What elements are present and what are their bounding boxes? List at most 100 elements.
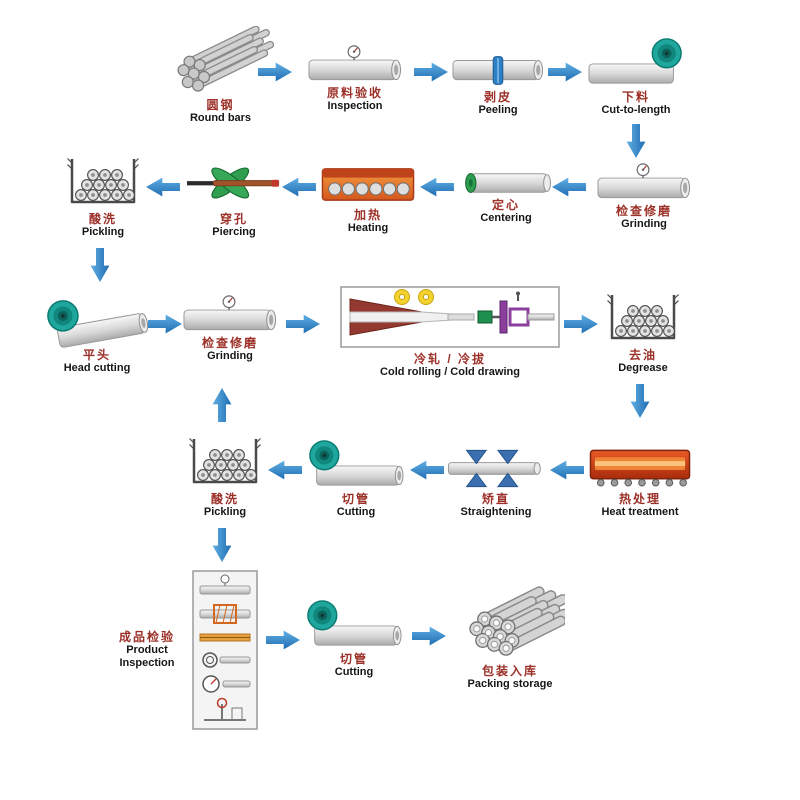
- saw-disc-pipe-icon: [307, 440, 405, 488]
- step-centering: 定心 Centering: [458, 172, 554, 225]
- step-label-zh: 切管: [339, 652, 368, 666]
- step-label-zh: 切管: [341, 492, 370, 506]
- round-bars-icon: [162, 26, 280, 94]
- inspection-station-icon: [192, 570, 258, 730]
- flow-arrow-down-icon: [626, 124, 646, 158]
- step-cut-to-length: 下料 Cut-to-length: [580, 38, 692, 117]
- step-label-en: Packing storage: [467, 678, 553, 691]
- step-heating: 加热 Heating: [318, 164, 418, 235]
- step-head-cutting: 平头 Head cutting: [42, 294, 152, 375]
- step-label-en: Product Inspection: [119, 644, 175, 670]
- step-degrease: 去油 Degrease: [600, 288, 686, 375]
- step-label-en: Cold rolling / Cold drawing: [380, 366, 520, 379]
- step-grinding-2: 检查修磨 Grinding: [180, 294, 280, 363]
- step-heat-treatment: 热处理 Heat treatment: [584, 448, 696, 519]
- flow-arrow-left-icon: [268, 460, 302, 480]
- step-label-zh: 酸洗: [210, 492, 239, 506]
- step-cold-rolling: 冷轧 / 冷拔 Cold rolling / Cold drawing: [338, 286, 562, 379]
- acid-tank-icon: [189, 432, 261, 488]
- step-label-zh: 平头: [82, 348, 111, 362]
- straightening-rollers-icon: [447, 448, 545, 488]
- step-round-bars: 圆钢 Round bars: [138, 26, 303, 125]
- step-label-en: Grinding: [207, 350, 253, 363]
- step-label-en: Cutting: [334, 666, 374, 679]
- step-label-en: Peeling: [478, 104, 518, 117]
- flow-arrow-down-icon: [630, 384, 650, 418]
- step-label-zh: 剥皮: [483, 90, 512, 104]
- step-label-en: Heating: [347, 222, 389, 235]
- step-label-en: Round bars: [189, 112, 252, 125]
- step-label-en: Pickling: [81, 226, 125, 239]
- step-label-zh: 冷轧 / 冷拔: [413, 352, 486, 366]
- step-label-zh: 原料验收: [326, 86, 383, 100]
- flow-arrow-right-icon: [412, 626, 446, 646]
- flow-arrow-left-icon: [552, 177, 586, 197]
- furnace-icon: [321, 164, 415, 204]
- heat-furnace-icon: [589, 448, 691, 488]
- piercing-rolls-icon: [187, 158, 281, 208]
- step-label-en: Straightening: [460, 506, 532, 519]
- step-label-en: Cutting: [336, 506, 376, 519]
- bath-tank-icon: [607, 288, 679, 344]
- step-label-zh: 圆钢: [206, 98, 235, 112]
- step-straightening: 矫直 Straightening: [444, 448, 548, 519]
- step-product-inspection: [192, 570, 258, 730]
- step-cutting-2: 切管 Cutting: [302, 600, 406, 679]
- step-label-en: Head cutting: [63, 362, 131, 375]
- step-peeling: 剥皮 Peeling: [448, 56, 548, 117]
- step-label-zh: 包装入库: [481, 664, 538, 678]
- step-label-zh: 加热: [353, 208, 382, 222]
- cold-rolling-mill-icon: [340, 286, 560, 348]
- step-label-en: Degrease: [618, 362, 668, 375]
- flow-arrow-down-icon: [90, 248, 110, 282]
- step-label-en: Cut-to-length: [601, 104, 671, 117]
- step-inspection: 原料验收 Inspection: [300, 44, 410, 113]
- pipe-green-tip-icon: [461, 172, 551, 194]
- tilted-saw-pipe-icon: [43, 286, 150, 353]
- flow-arrow-right-icon: [564, 314, 598, 334]
- pipe-gauge-icon: [597, 162, 691, 200]
- step-label-en: Pickling: [203, 506, 247, 519]
- product-inspection-label: 成品检验 Product Inspection: [104, 626, 190, 670]
- step-label-zh: 检查修磨: [615, 204, 672, 218]
- step-pickling-2: 酸洗 Pickling: [182, 432, 268, 519]
- pipe-gauge-icon: [183, 294, 277, 332]
- flow-arrow-left-icon: [282, 177, 316, 197]
- step-label-zh: 去油: [628, 348, 657, 362]
- step-label-zh: 热处理: [618, 492, 661, 506]
- step-label-en: Piercing: [212, 226, 256, 239]
- flow-arrow-left-icon: [420, 177, 454, 197]
- saw-disc-pipe-icon: [305, 600, 403, 648]
- saw-disc-pipe-icon: [587, 38, 685, 86]
- pipe-gauge-icon: [308, 44, 402, 82]
- flow-arrow-right-icon: [148, 314, 182, 334]
- step-label-zh: 下料: [621, 90, 650, 104]
- step-label-zh: 定心: [491, 198, 520, 212]
- step-label-zh: 矫直: [481, 492, 510, 506]
- acid-tank-icon: [67, 152, 139, 208]
- flow-arrow-right-icon: [414, 62, 448, 82]
- step-grinding-1: 检查修磨 Grinding: [590, 162, 698, 231]
- step-packing-storage: 包装入库 Packing storage: [448, 578, 572, 691]
- pipe-bundle-icon: [455, 578, 565, 660]
- flow-arrow-left-icon: [410, 460, 444, 480]
- flow-arrow-right-icon: [266, 630, 300, 650]
- step-label-zh: 检查修磨: [201, 336, 258, 350]
- step-label-zh: 穿孔: [219, 212, 248, 226]
- flow-arrow-right-icon: [548, 62, 582, 82]
- step-label-en: Grinding: [621, 218, 667, 231]
- step-label-zh: 成品检验: [118, 630, 175, 644]
- step-pickling-1: 酸洗 Pickling: [60, 152, 146, 239]
- step-label-en: Heat treatment: [601, 506, 679, 519]
- flow-arrow-left-icon: [146, 177, 180, 197]
- flow-arrow-right-icon: [286, 314, 320, 334]
- step-piercing: 穿孔 Piercing: [184, 158, 284, 239]
- pipe-ring-icon: [452, 56, 544, 86]
- flow-arrow-left-icon: [550, 460, 584, 480]
- step-label-en: Centering: [480, 212, 532, 225]
- flow-arrow-down-icon: [212, 528, 232, 562]
- step-cutting-1: 切管 Cutting: [304, 440, 408, 519]
- flow-arrow-up-icon: [212, 388, 232, 422]
- step-label-en: Inspection: [327, 100, 383, 113]
